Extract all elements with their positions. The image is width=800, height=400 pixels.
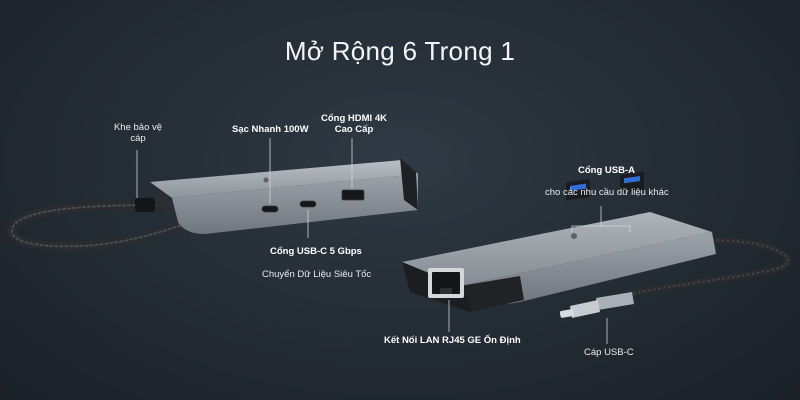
rj45-port [428, 268, 464, 298]
left-hub-front [170, 174, 418, 234]
callout-usbc-port: Cổng USB-C 5 Gbps [270, 246, 362, 257]
left-usbc-charge-port [261, 205, 279, 213]
callout-usba-desc: cho các nhu cầu dữ liệu khác [545, 187, 669, 198]
callout-hdmi: Cổng HDMI 4K Cao Cấp [321, 113, 387, 135]
callout-usba-port: Cổng USB-A [578, 165, 635, 176]
right-leader-lines [448, 206, 631, 344]
right-hub-front [460, 232, 716, 305]
callout-fast-charge: Sạc Nhanh 100W [232, 124, 309, 135]
callout-cable-guard: Khe bảo vệ cáp [113, 122, 163, 144]
cable-guard-slot [135, 198, 155, 212]
brand-logo-icon [263, 177, 269, 183]
callout-usbc-cable: Cáp USB-C [584, 347, 634, 358]
left-hub-top [150, 160, 418, 198]
usb-a-port-2 [620, 171, 644, 193]
callout-lan: Kết Nối LAN RJ45 GE Ổn Định [384, 335, 521, 346]
page-title: Mở Rộng 6 Trong 1 [284, 36, 516, 66]
left-usbc-data-port [299, 200, 317, 208]
left-leader-lines [136, 138, 353, 238]
left-hdmi-port [341, 189, 365, 201]
right-hub-top [402, 212, 712, 286]
callout-usbc-desc: Chuyển Dữ Liệu Siêu Tốc [262, 269, 372, 280]
right-hub [402, 171, 791, 318]
left-hub [7, 158, 418, 251]
brand-logo-icon-2 [571, 233, 577, 239]
left-hub-endcap [400, 158, 418, 210]
usb-c-plug [596, 292, 634, 310]
usb-a-port-1 [566, 179, 590, 201]
